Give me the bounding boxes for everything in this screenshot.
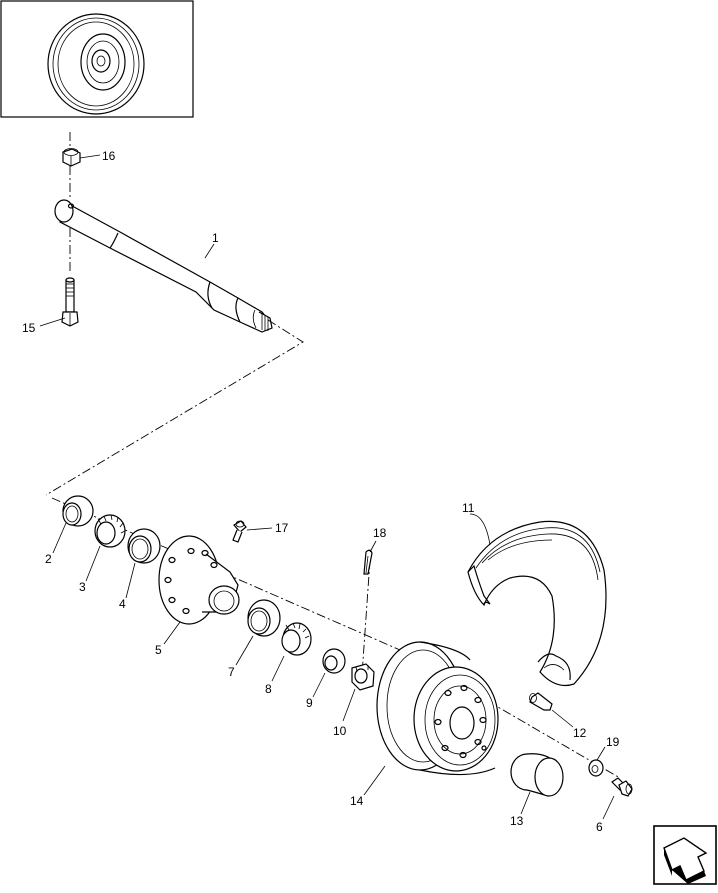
cotter-pin-part-18 xyxy=(363,549,373,575)
callout-1: 1 xyxy=(212,231,219,245)
callout-11: 11 xyxy=(462,501,475,515)
bearing-cup-part-7 xyxy=(247,599,281,637)
bearing-cup-part-2 xyxy=(62,495,94,527)
wheel-thumbnail-inset xyxy=(0,0,194,118)
callout-10: 10 xyxy=(333,724,347,738)
callout-16: 16 xyxy=(102,149,116,163)
roller-bearing-part-3 xyxy=(94,514,126,548)
wheel-hub-part-5 xyxy=(158,535,240,625)
callout-7: 7 xyxy=(228,665,235,679)
callout-3: 3 xyxy=(79,580,86,594)
grease-fitting-part-17 xyxy=(232,520,247,543)
castle-nut-part-10 xyxy=(351,663,375,691)
callout-14: 14 xyxy=(350,794,364,808)
washer-part-9 xyxy=(322,648,346,674)
leader-lines xyxy=(39,154,615,820)
callout-12: 12 xyxy=(573,726,587,740)
axle-spindle xyxy=(54,132,273,333)
bearing-cup-part-4 xyxy=(127,528,161,564)
callout-9: 9 xyxy=(306,696,313,710)
roller-bearing-part-8 xyxy=(281,622,312,656)
callout-labels: 1 2 3 4 5 6 7 8 9 10 11 12 13 14 15 16 1… xyxy=(22,149,620,834)
bolt-part-15 xyxy=(61,277,79,327)
callout-8: 8 xyxy=(265,682,272,696)
callout-17: 17 xyxy=(275,521,289,535)
callout-2: 2 xyxy=(45,552,52,566)
lock-nut-part-16 xyxy=(62,148,81,167)
callout-5: 5 xyxy=(155,643,162,657)
callout-18: 18 xyxy=(373,526,387,540)
callout-13: 13 xyxy=(510,814,524,828)
valve-stem-part-12 xyxy=(529,692,553,711)
callout-15: 15 xyxy=(22,321,36,335)
bolt-part-6 xyxy=(611,777,633,797)
callout-6: 6 xyxy=(596,820,603,834)
callout-4: 4 xyxy=(119,597,126,611)
tire-part-11 xyxy=(467,520,607,687)
callout-19: 19 xyxy=(606,735,620,749)
washer-part-19 xyxy=(588,759,604,777)
wheel-rim-part-14 xyxy=(376,641,499,776)
hub-cap-part-13 xyxy=(510,753,564,797)
next-page-arrow-icon[interactable] xyxy=(653,825,717,885)
